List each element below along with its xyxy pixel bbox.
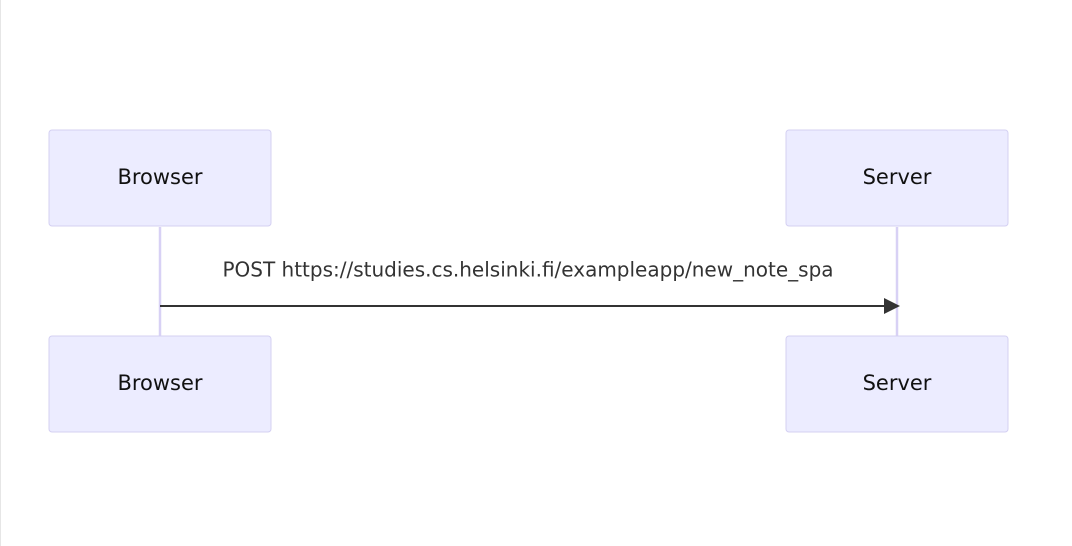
participant-label: Server: [863, 371, 932, 395]
canvas-left-edge: [0, 0, 1, 546]
participant-label: Server: [863, 165, 932, 189]
participant-server-top[interactable]: Server: [785, 129, 1009, 227]
participant-label: Browser: [117, 371, 202, 395]
message-label: POST https://studies.cs.helsinki.fi/exam…: [222, 258, 833, 282]
participant-browser-bottom[interactable]: Browser: [48, 335, 272, 433]
participant-browser-top[interactable]: Browser: [48, 129, 272, 227]
arrowhead-icon: [884, 298, 900, 314]
participant-label: Browser: [117, 165, 202, 189]
message-post-new-note[interactable]: POST https://studies.cs.helsinki.fi/exam…: [160, 258, 900, 315]
participant-server-bottom[interactable]: Server: [785, 335, 1009, 433]
